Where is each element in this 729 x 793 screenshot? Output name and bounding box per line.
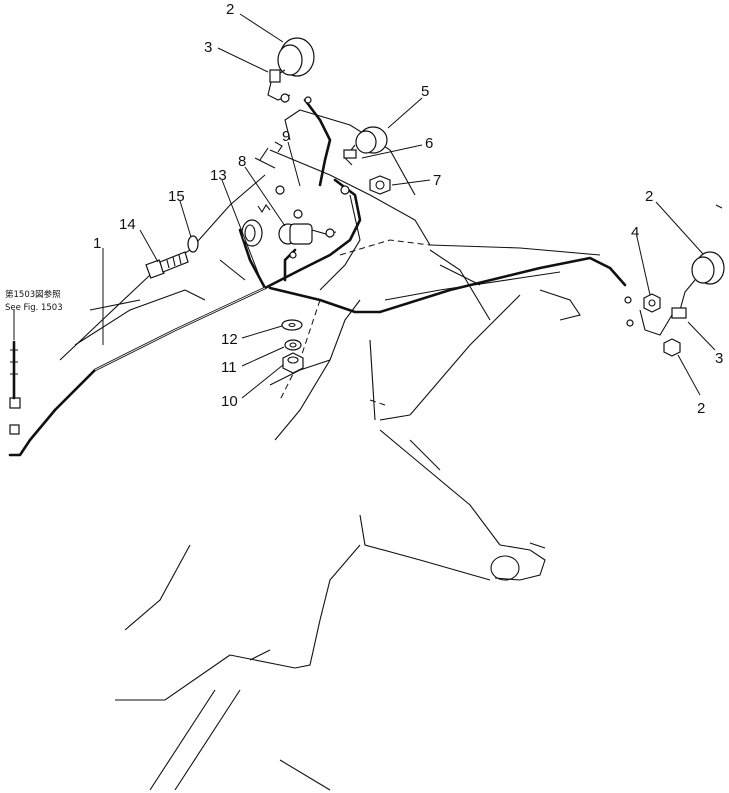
bolt-14 <box>145 251 189 279</box>
machine-frame <box>59 109 601 791</box>
callout-2-top: 2 <box>226 1 234 18</box>
lamp-center <box>343 126 388 166</box>
callout-12: 12 <box>221 331 238 348</box>
callout-10: 10 <box>221 393 238 410</box>
washer-15 <box>187 235 199 253</box>
callout-4: 4 <box>631 224 639 241</box>
connector-icon <box>9 397 21 409</box>
nut-7 <box>369 175 391 195</box>
connector-icon <box>9 424 20 435</box>
callout-5: 5 <box>421 83 429 100</box>
wiring-harness <box>8 98 627 457</box>
callout-2-bottom: 2 <box>697 400 705 417</box>
nut-2-right <box>663 338 681 357</box>
reference-note-en: See Fig. 1503 <box>5 303 63 313</box>
callout-8: 8 <box>238 153 246 170</box>
spring-washer-11 <box>284 339 302 351</box>
lamp-right <box>639 251 725 336</box>
callout-11: 11 <box>221 359 237 376</box>
callout-6: 6 <box>425 135 433 152</box>
callout-3-right: 3 <box>715 350 723 367</box>
lamp-top-left <box>267 37 315 103</box>
callout-14: 14 <box>119 216 136 233</box>
switch-8 <box>278 223 337 245</box>
callout-3-top: 3 <box>204 39 212 56</box>
reference-note-jp: 第1503図参照 <box>5 289 61 300</box>
clamp-13 <box>241 219 263 247</box>
callout-7: 7 <box>433 172 441 189</box>
callout-1: 1 <box>93 235 101 252</box>
leader-lines <box>13 13 716 399</box>
callout-13: 13 <box>210 167 227 184</box>
callout-labels: 2 3 5 6 7 9 8 13 15 14 1 12 11 10 2 4 3 … <box>93 1 723 417</box>
callout-15: 15 <box>168 188 185 205</box>
reference-note: 第1503図参照 See Fig. 1503 <box>5 289 63 313</box>
callout-9: 9 <box>282 128 290 145</box>
small-fittings <box>257 96 723 327</box>
washer-12 <box>281 319 303 331</box>
nut-10 <box>282 352 304 374</box>
callout-2-right: 2 <box>645 188 653 205</box>
nut-4 <box>643 293 661 313</box>
